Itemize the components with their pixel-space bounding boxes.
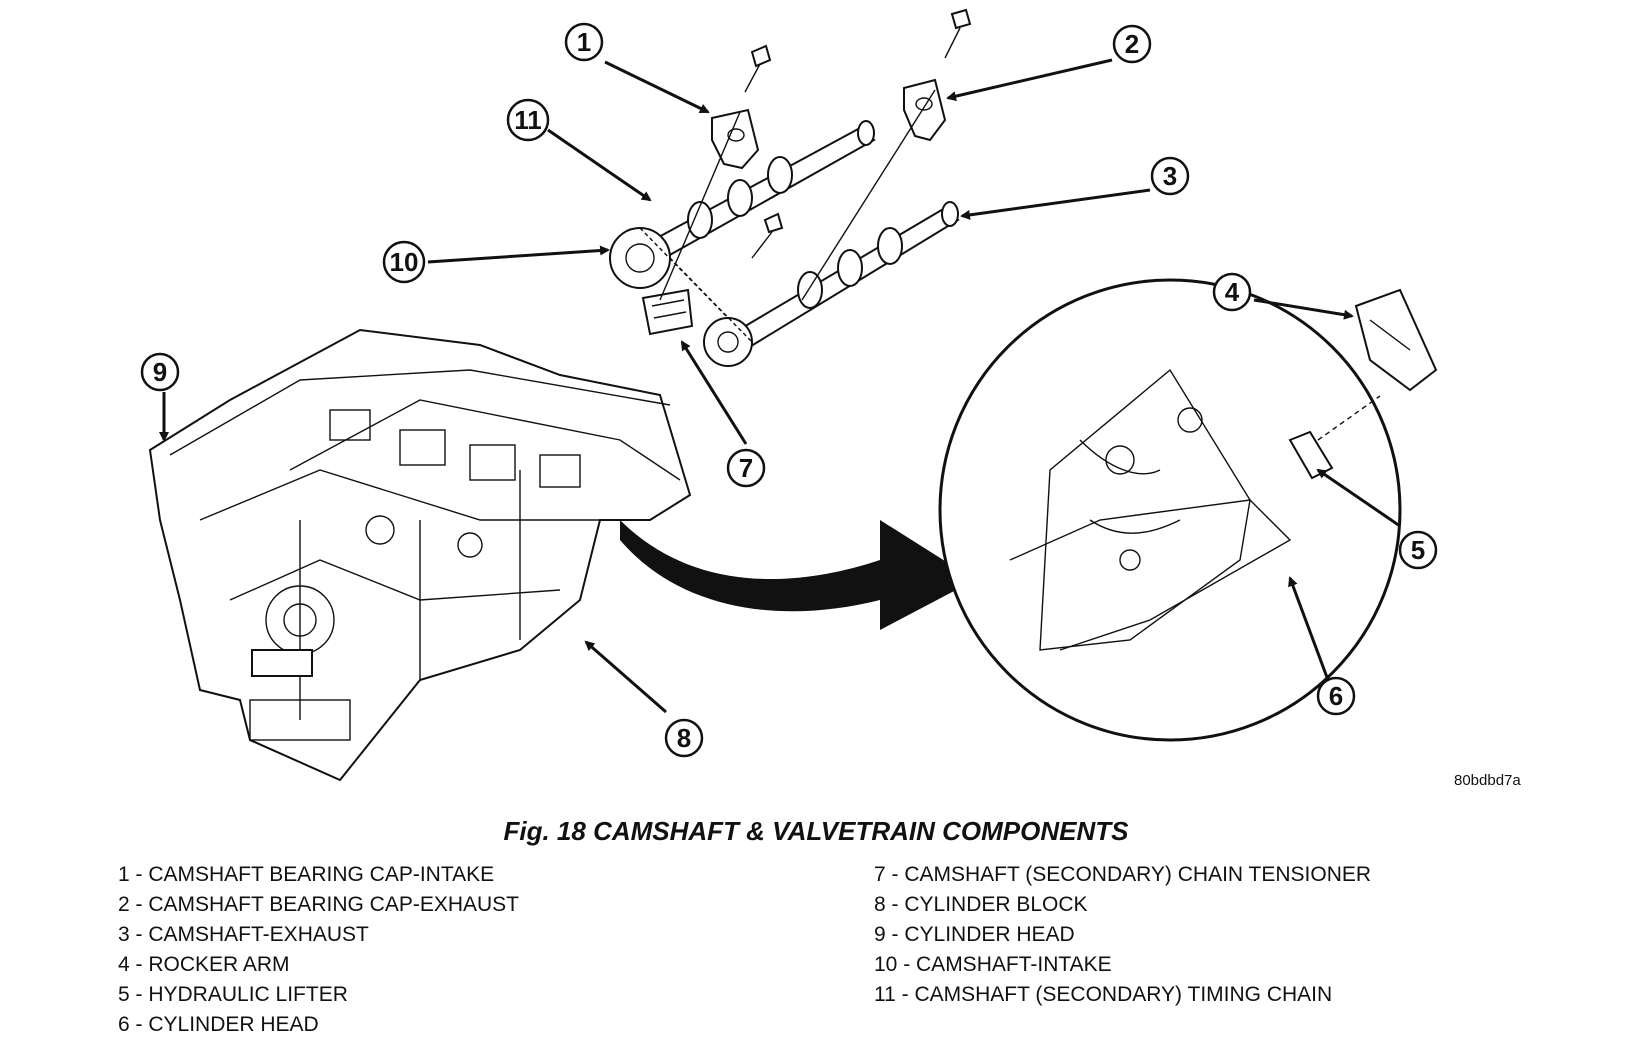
callout-5: 5: [1398, 530, 1438, 570]
callout-1: 1: [564, 22, 604, 62]
callout-6: 6: [1316, 676, 1356, 716]
legend-item: 11 - CAMSHAFT (SECONDARY) TIMING CHAIN: [874, 983, 1333, 1006]
figure-title: Fig. 18 CAMSHAFT & VALVETRAIN COMPONENTS: [503, 816, 1129, 846]
legend-left-column: 1 - CAMSHAFT BEARING CAP-INTAKE 2 - CAMS…: [118, 860, 519, 1040]
camshaft-exhaust: [703, 201, 960, 367]
svg-text:1: 1: [577, 27, 591, 57]
bearing-cap-exhaust: [903, 78, 947, 142]
callout-2: 2: [1112, 24, 1152, 64]
detail-view: [938, 278, 1438, 742]
legend-item: 6 - CYLINDER HEAD: [118, 1013, 319, 1036]
callout-8: 8: [664, 718, 704, 758]
svg-text:7: 7: [739, 453, 753, 483]
legend-item: 10 - CAMSHAFT-INTAKE: [874, 953, 1112, 976]
legend-item: 4 - ROCKER ARM: [118, 953, 290, 976]
timing-chain: [639, 227, 753, 343]
camshaft-valvetrain-diagram: 1 2 3 4 5 6 7 8 9 10 11: [140, 8, 1438, 782]
bearing-cap-intake: [711, 108, 760, 170]
callout-10: 10: [382, 240, 426, 284]
svg-text:11: 11: [514, 105, 542, 135]
svg-text:6: 6: [1329, 681, 1343, 711]
svg-text:4: 4: [1225, 277, 1240, 307]
legend-item: 3 - CAMSHAFT-EXHAUST: [118, 923, 369, 946]
legend-item: 8 - CYLINDER BLOCK: [874, 893, 1088, 916]
legend-item: 2 - CAMSHAFT BEARING CAP-EXHAUST: [118, 893, 520, 916]
legend-right-column: 7 - CAMSHAFT (SECONDARY) CHAIN TENSIONER…: [874, 860, 1371, 1010]
legend-item: 9 - CYLINDER HEAD: [874, 923, 1075, 946]
legend-item: 5 - HYDRAULIC LIFTER: [118, 983, 348, 1006]
legend-item: 7 - CAMSHAFT (SECONDARY) CHAIN TENSIONER: [874, 863, 1372, 886]
svg-text:5: 5: [1411, 535, 1425, 565]
figure-code: 80bdbd7a: [1454, 772, 1521, 789]
callout-11: 11: [506, 98, 550, 142]
detail-arrow: [620, 520, 975, 630]
engine-block: [148, 328, 692, 782]
legend-item: 1 - CAMSHAFT BEARING CAP-INTAKE: [118, 863, 495, 886]
svg-text:9: 9: [153, 357, 167, 387]
svg-text:3: 3: [1163, 161, 1177, 191]
leader-arrows: [159, 58, 1401, 714]
callout-7: 7: [726, 448, 766, 488]
svg-text:10: 10: [390, 247, 419, 277]
svg-text:8: 8: [677, 723, 691, 753]
svg-text:2: 2: [1125, 29, 1139, 59]
callout-4: 4: [1212, 272, 1252, 312]
chain-tensioner: [641, 288, 694, 336]
callout-3: 3: [1150, 156, 1190, 196]
hydraulic-lifter: [1288, 430, 1334, 480]
bolts: [744, 8, 972, 259]
camshaft-intake: [609, 120, 876, 289]
callout-9: 9: [140, 352, 180, 392]
